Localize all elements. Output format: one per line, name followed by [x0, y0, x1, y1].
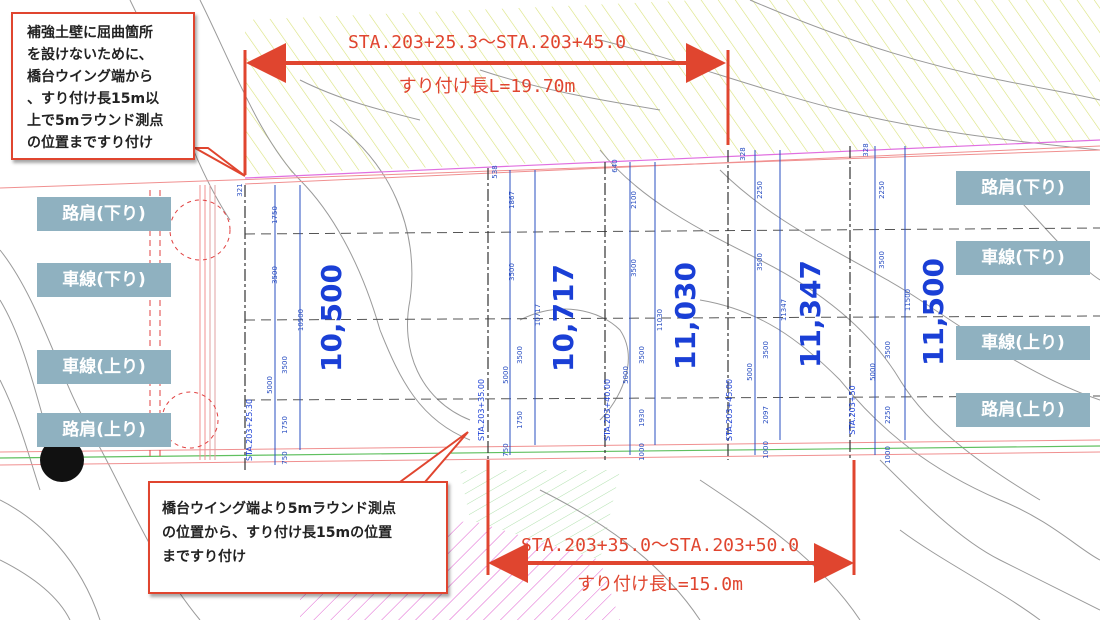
- callout-top-left: 補強土壁に屈曲箇所 を設けないために、 橋台ウイング端から 、すり付け長15m以…: [11, 12, 195, 160]
- width-label: 11,347: [794, 260, 827, 368]
- callout-bottom: 橋台ウイング端より5mラウンド測点 の位置から、すり付け長15mの位置 まですり…: [148, 481, 448, 594]
- callout-pointer: [191, 147, 246, 177]
- width-label: 10,500: [315, 264, 348, 372]
- dim-text: 1750: [516, 411, 524, 429]
- dim-text: 11030: [656, 309, 664, 331]
- dim-text: 5000: [502, 366, 510, 384]
- dim-text: 11500: [904, 289, 912, 311]
- bottom-length-text: すり付け長L=15.0m: [577, 574, 743, 595]
- dim-group-3: 640 2100 3500 3500 5000 1930 1000 11030: [611, 159, 664, 461]
- dim-text: 11347: [780, 299, 788, 321]
- label-lane-down-right: 車線(下り): [956, 241, 1090, 275]
- dim-group-2: 538 1867 3500 3500 5000 1750 750 10717: [491, 165, 542, 456]
- dim-text: 3500: [630, 259, 638, 277]
- dimension-frames: [274, 146, 906, 465]
- dim-text: 1750: [281, 416, 289, 434]
- dim-text: 2100: [630, 191, 638, 209]
- dim-text: 750: [502, 443, 510, 456]
- dim-text: 3500: [516, 346, 524, 364]
- top-length-text: すり付け長L=19.70m: [399, 76, 576, 97]
- label-lane-up-left: 車線(上り): [37, 350, 171, 384]
- embankment-hatch: [245, 0, 1100, 175]
- dim-text: 1867: [508, 191, 516, 209]
- dim-text: 3500: [762, 341, 770, 359]
- dim-text: 328: [862, 143, 870, 156]
- dim-text: 1750: [271, 206, 279, 224]
- dim-group-1: 321 1750 3500 3500 5000 1750 750 10500: [236, 183, 305, 464]
- dim-text: 2097: [762, 406, 770, 424]
- dim-group-4: 328 2250 3500 3500 5000 2097 1000 11347: [739, 147, 788, 459]
- dim-text: 321: [236, 183, 244, 196]
- dim-text: 1000: [638, 443, 646, 461]
- dim-text: 3500: [271, 266, 279, 284]
- dim-text: 640: [611, 159, 619, 172]
- dim-text: 750: [281, 451, 289, 464]
- width-label: 11,030: [669, 262, 702, 370]
- label-lane-down-left: 車線(下り): [37, 263, 171, 297]
- dim-text: 3500: [878, 251, 886, 269]
- station-label: STA.203+35.00: [477, 379, 486, 441]
- dim-text: 5000: [746, 363, 754, 381]
- dim-text: 3500: [638, 346, 646, 364]
- station-label: STA.203+25.30: [245, 399, 254, 461]
- station-label: STA.203+50: [848, 385, 857, 434]
- callout-pointer: [396, 431, 469, 483]
- dim-text: 5000: [266, 376, 274, 394]
- pier-circle: [161, 391, 219, 449]
- label-lane-up-right: 車線(上り): [956, 326, 1090, 360]
- station-label: STA.203+40.00: [603, 379, 612, 441]
- label-shoulder-up-left: 路肩(上り): [37, 413, 171, 447]
- dim-text: 1930: [638, 409, 646, 427]
- bottom-station-text: STA.203+35.0～STA.203+50.0: [521, 535, 799, 556]
- dim-text: 2250: [878, 181, 886, 199]
- dim-text: 2250: [884, 406, 892, 424]
- dim-text: 5000: [869, 363, 877, 381]
- dim-text: 10717: [534, 304, 542, 326]
- dim-text: 3500: [281, 356, 289, 374]
- station-lines: [244, 146, 851, 470]
- label-shoulder-down-right: 路肩(下り): [956, 171, 1090, 205]
- dim-text: 1000: [884, 446, 892, 464]
- dim-text: 1000: [762, 441, 770, 459]
- dim-text: 3500: [884, 341, 892, 359]
- slope-hatch: [460, 470, 620, 560]
- dim-text: 538: [491, 165, 499, 178]
- label-shoulder-up-right: 路肩(上り): [956, 393, 1090, 427]
- manhole-symbol: [40, 438, 84, 482]
- dim-text: 3500: [508, 263, 516, 281]
- dim-text: 2250: [756, 181, 764, 199]
- width-label: 11,500: [917, 258, 950, 366]
- dim-text: 3500: [756, 253, 764, 271]
- top-station-text: STA.203+25.3～STA.203+45.0: [348, 32, 626, 53]
- dim-text: 5000: [622, 366, 630, 384]
- dim-group-5: 328 2250 3500 3500 5000 2250 1000 11500: [862, 143, 912, 464]
- label-shoulder-down-left: 路肩(下り): [37, 197, 171, 231]
- dim-text: 328: [739, 147, 747, 160]
- pier-circle: [169, 199, 231, 261]
- dim-text: 10500: [297, 309, 305, 331]
- station-label: STA.203+45.00: [725, 379, 734, 441]
- road-edges: [0, 139, 1100, 466]
- width-label: 10,717: [547, 264, 580, 372]
